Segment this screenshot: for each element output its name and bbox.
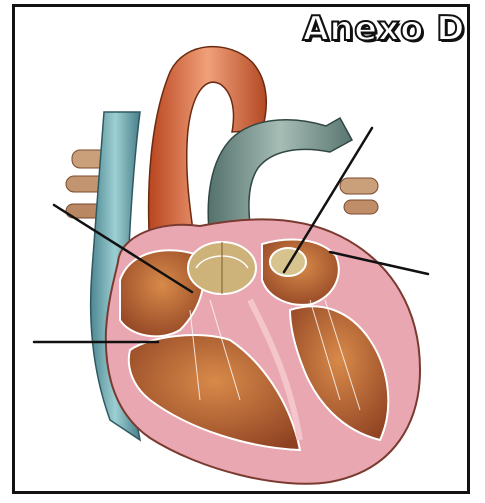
aortic-valve [188, 242, 256, 294]
mitral-valve [270, 248, 306, 276]
